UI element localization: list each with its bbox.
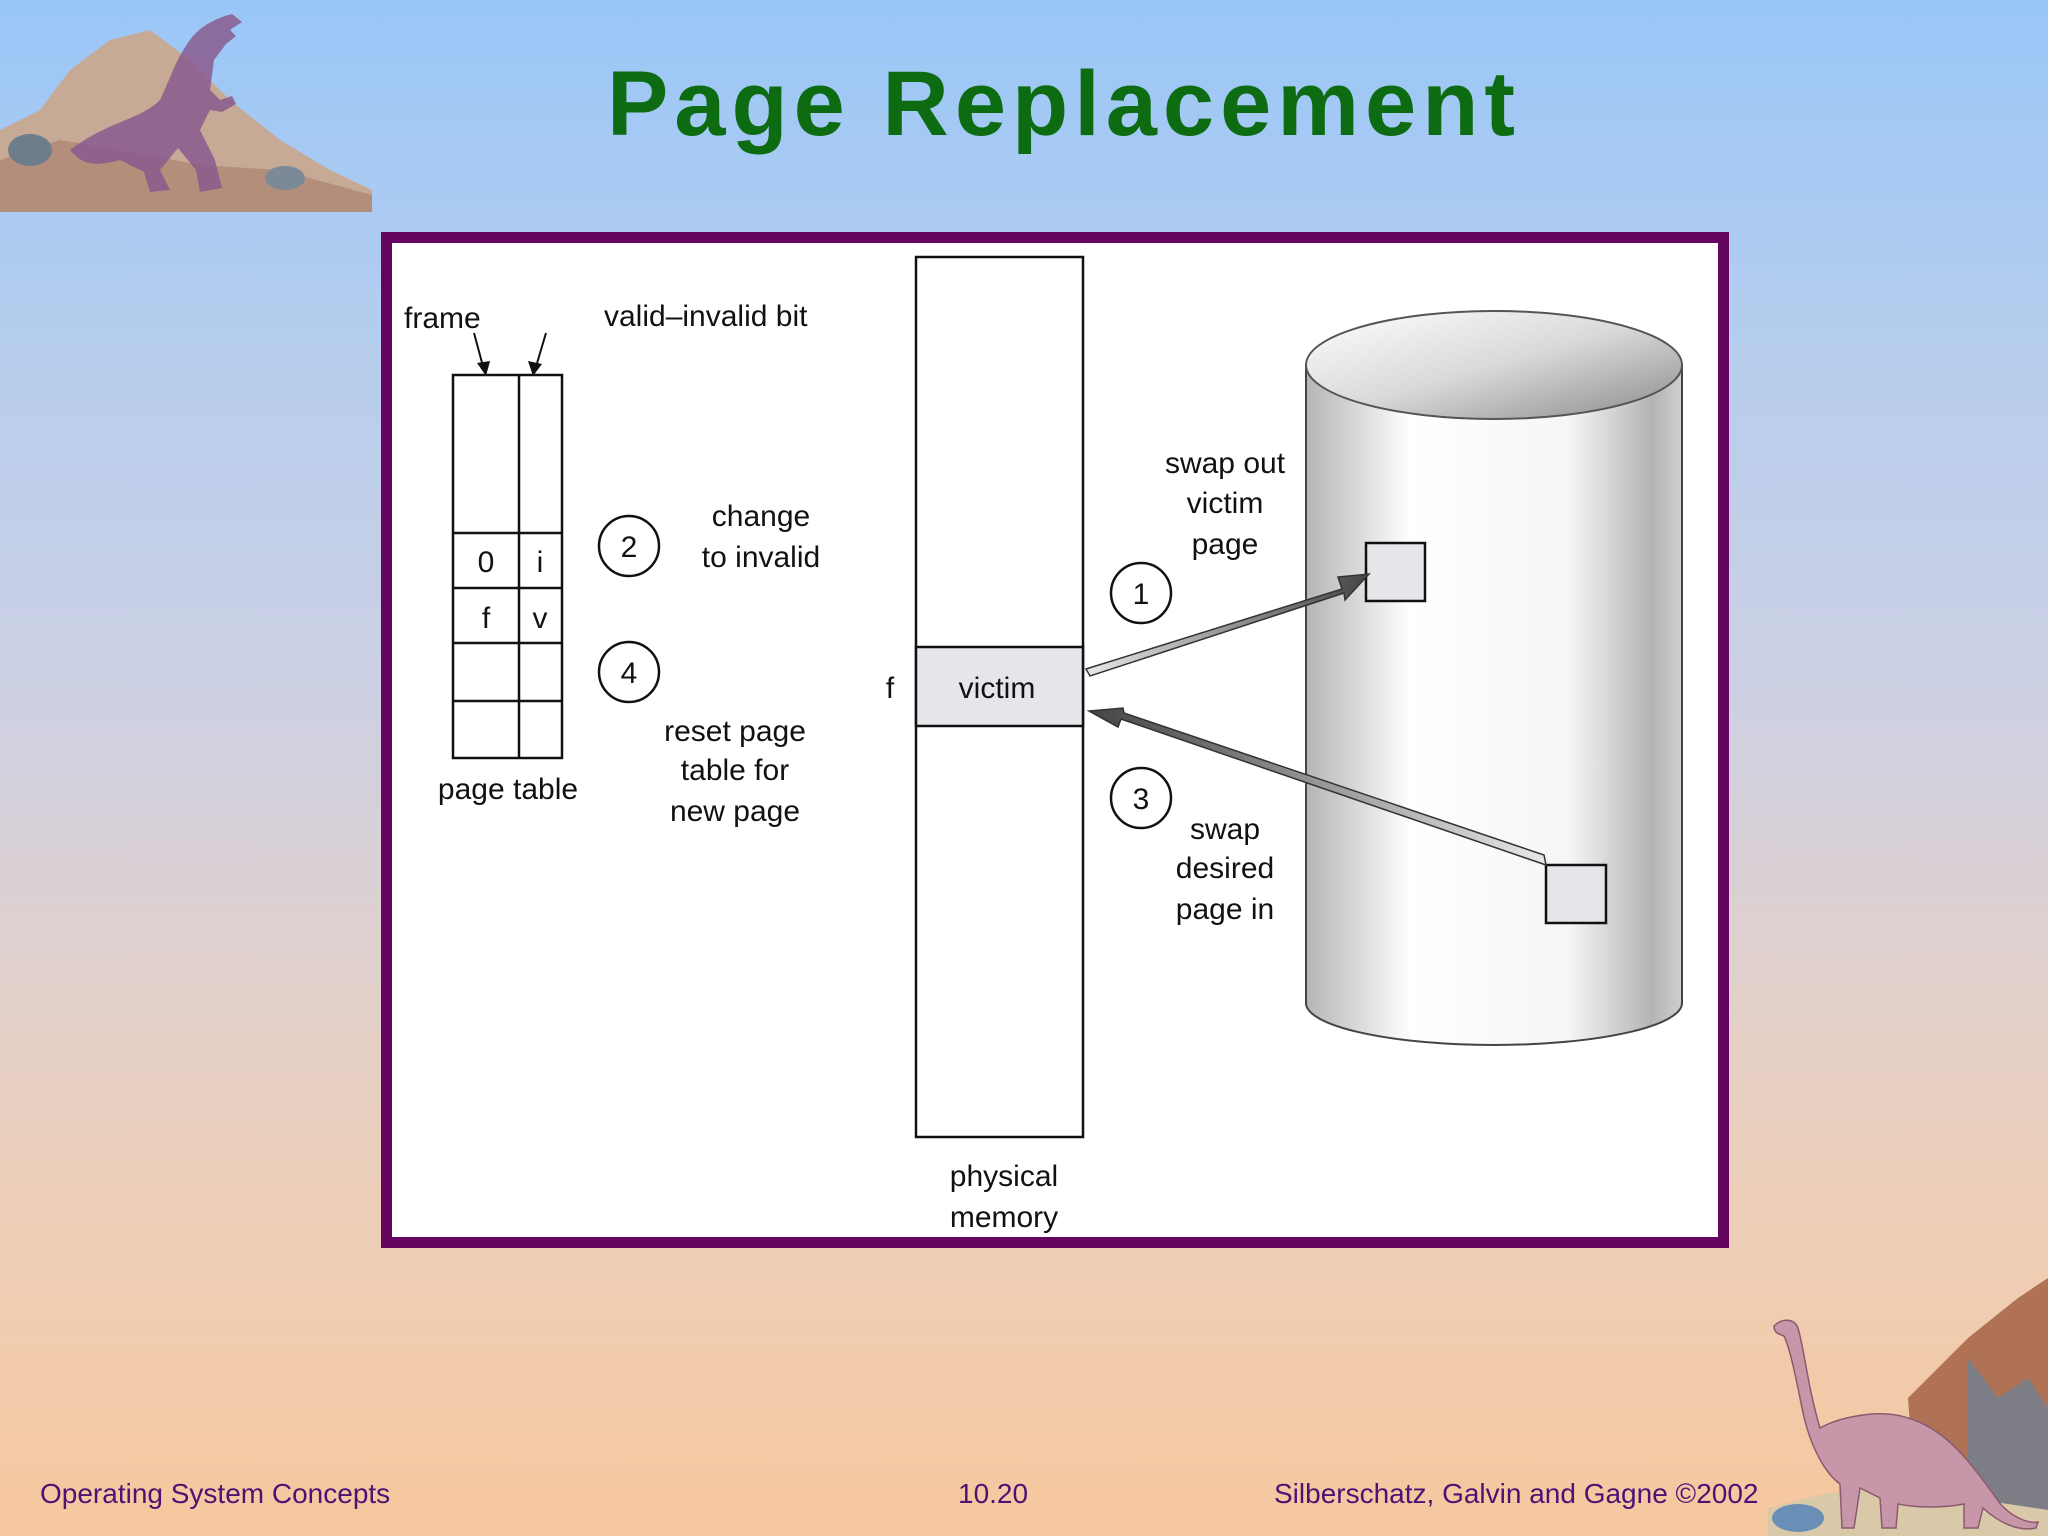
footer-page-number: 10.20 — [958, 1478, 1029, 1509]
page-table: 0 i f v — [451, 373, 564, 760]
step-4-circle — [597, 640, 661, 704]
step-1-number: 1 — [1133, 578, 1150, 611]
page-replacement-diagram: frame valid–invalid bit 0 i f v page tab… — [404, 255, 1683, 1234]
step-2-label: change — [712, 500, 810, 533]
page-table-bit-cell: v — [533, 602, 548, 635]
victim-label: victim — [959, 672, 1036, 705]
step-2-label: to invalid — [702, 541, 820, 574]
frame-label: frame — [404, 302, 481, 335]
victim-page-on-disk — [1364, 541, 1427, 603]
page-table-caption: page table — [438, 773, 578, 806]
physical-memory-caption: memory — [950, 1201, 1058, 1234]
bit-pointer-arrowhead — [528, 361, 542, 376]
footer-copyright: Silberschatz, Galvin and Gagne ©2002 — [1274, 1478, 1759, 1509]
step-1-label: page — [1192, 528, 1259, 561]
valid-invalid-bit-label: valid–invalid bit — [604, 300, 808, 333]
step-2-number: 2 — [621, 531, 638, 564]
step-3-label: swap — [1190, 813, 1260, 846]
step-3-number: 3 — [1133, 783, 1150, 816]
swap-in-arrow — [1086, 707, 1547, 867]
step-4-label: table for — [681, 754, 789, 787]
slide-title: Page Replacement — [606, 53, 1522, 155]
step-3-circle — [1109, 766, 1173, 830]
step-1-label: victim — [1187, 487, 1264, 520]
frame-pointer-arrowhead — [477, 361, 490, 376]
tyrannosaurus-icon — [0, 14, 372, 212]
footer-book-title: Operating System Concepts — [40, 1478, 391, 1509]
page-table-frame-cell: f — [482, 602, 491, 635]
step-4-number: 4 — [621, 657, 638, 690]
physical-memory-caption: physical — [950, 1160, 1058, 1193]
step-1-label: swap out — [1165, 447, 1286, 480]
step-3-label: page in — [1176, 893, 1274, 926]
step-2-circle — [597, 514, 661, 578]
physical-memory: victim — [914, 255, 1085, 1139]
step-1-circle — [1109, 561, 1173, 625]
victim-frame — [914, 645, 1085, 728]
brontosaurus-icon — [1768, 1278, 2048, 1536]
step-3-label: desired — [1176, 852, 1274, 885]
memory-frame-label: f — [886, 672, 895, 705]
backing-store-disk — [1305, 310, 1683, 1046]
step-4-label: reset page — [664, 715, 806, 748]
desired-page-on-disk — [1544, 863, 1608, 925]
page-table-bit-cell: i — [537, 546, 544, 579]
page-table-frame-cell: 0 — [478, 546, 495, 579]
swap-out-arrow — [1084, 573, 1371, 677]
step-4-label: new page — [670, 795, 800, 828]
diagram-frame: frame valid–invalid bit 0 i f v page tab… — [381, 232, 1729, 1248]
